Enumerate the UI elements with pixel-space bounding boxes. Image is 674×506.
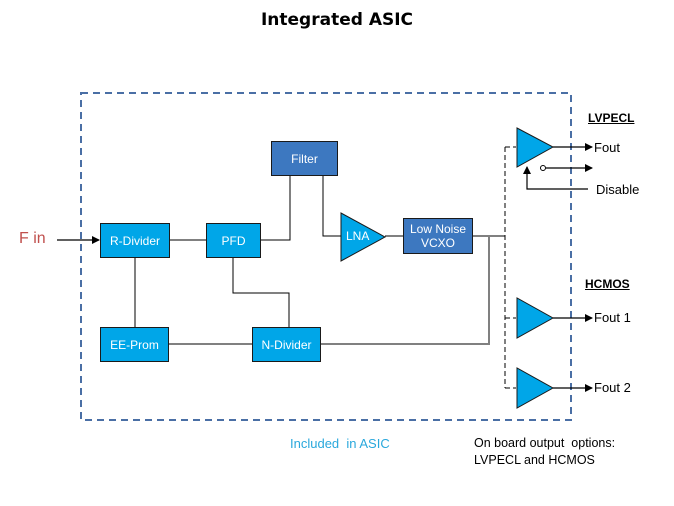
- wire-pfd-ndiv: [232, 257, 290, 327]
- ee-prom-block: EE-Prom: [100, 327, 169, 362]
- r-divider-block: R-Divider: [100, 223, 170, 258]
- disable-line: [523, 166, 588, 190]
- hcmos-header: HCMOS: [585, 277, 630, 291]
- asic-boundary: [80, 92, 572, 421]
- pfd-block: PFD: [206, 223, 261, 258]
- lna-label: LNA: [346, 229, 370, 243]
- disable-label: Disable: [596, 182, 640, 197]
- lvpecl-inverting-bubble: [540, 165, 546, 171]
- output-options-line1: On board output options:: [474, 436, 616, 450]
- lvpecl-header: LVPECL: [588, 111, 635, 125]
- hcmos-fout2-label: Fout 2: [594, 380, 631, 395]
- wire-feedback: [321, 236, 490, 345]
- output-options-note: On board output options: LVPECL and HCMO…: [474, 435, 615, 469]
- lvpecl-fout-label: Fout: [594, 140, 621, 155]
- vcxo-label-line1: Low Noise: [409, 222, 467, 236]
- n-divider-block: N-Divider: [252, 327, 321, 362]
- hcmos-fout1-label: Fout 1: [594, 310, 631, 325]
- wire-filter-lna: [322, 175, 342, 237]
- included-in-asic-label: Included in ASIC: [290, 436, 390, 451]
- vcxo-block: Low Noise VCXO: [403, 218, 473, 254]
- lvpecl-buffer: [516, 127, 555, 168]
- output-options-line2: LVPECL and HCMOS: [474, 453, 595, 467]
- hcmos-buffer-1: [516, 297, 555, 339]
- wire-pfd-filter: [261, 175, 291, 241]
- hcmos-buffer-2: [516, 367, 555, 409]
- page-title: Integrated ASIC: [260, 10, 414, 30]
- lna-amplifier: [340, 212, 387, 262]
- vcxo-label-line2: VCXO: [420, 236, 455, 250]
- input-label: F in: [19, 230, 46, 247]
- filter-block: Filter: [271, 141, 338, 176]
